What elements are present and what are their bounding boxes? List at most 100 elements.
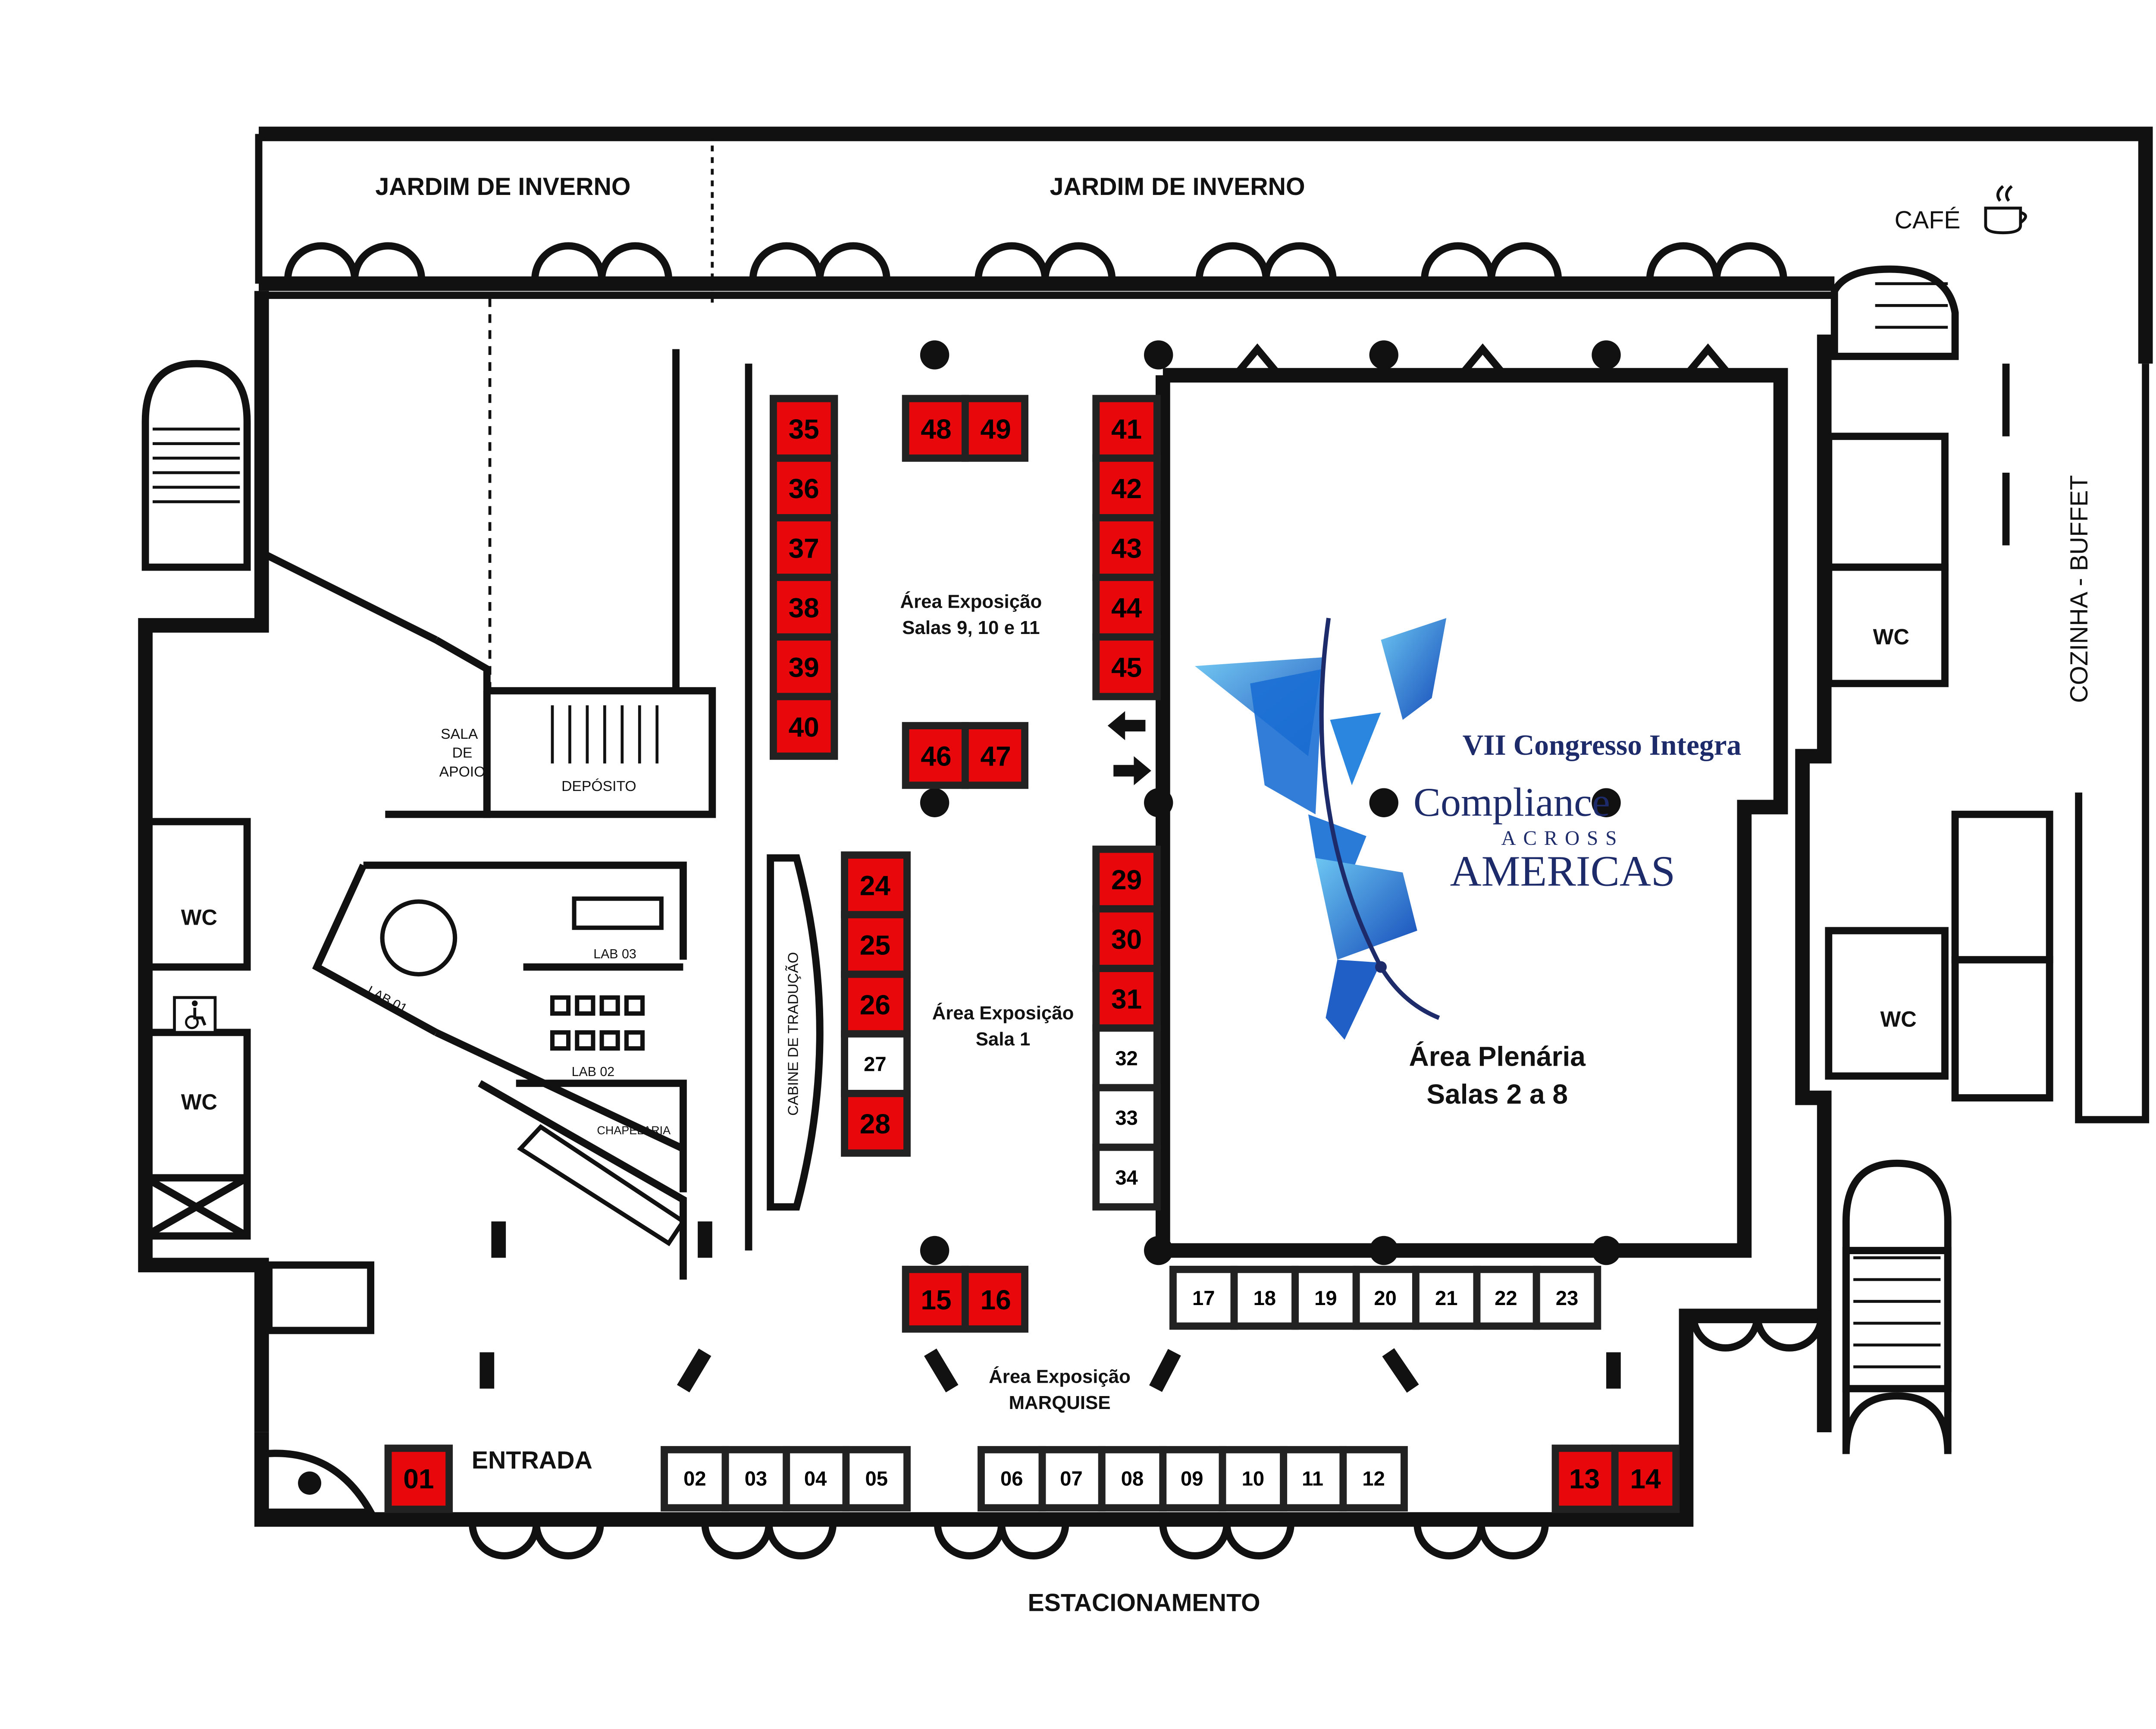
svg-text:45: 45: [1111, 652, 1142, 683]
svg-text:44: 44: [1111, 593, 1142, 624]
stand-01: [384, 1444, 453, 1513]
plenaria-line2: Salas 2 a 8: [1426, 1079, 1568, 1110]
stand-34: [1092, 1143, 1161, 1211]
stand-10: [1219, 1446, 1288, 1512]
svg-text:05: 05: [865, 1467, 887, 1490]
logo-line1: VII Congresso Integra: [1463, 729, 1742, 761]
svg-text:02: 02: [683, 1467, 706, 1490]
pillars: [298, 340, 1621, 1495]
deposito-label: DEPÓSITO: [561, 778, 636, 794]
svg-text:04: 04: [804, 1467, 827, 1490]
logo-line4: AMERICAS: [1450, 847, 1676, 895]
stands: [384, 395, 1680, 1513]
svg-text:18: 18: [1253, 1287, 1276, 1310]
svg-text:37: 37: [789, 533, 819, 564]
svg-text:36: 36: [789, 473, 819, 504]
logo-line2: Compliance: [1413, 780, 1610, 825]
sala-apoio-line2: DE: [452, 745, 473, 761]
stand-05: [842, 1446, 911, 1512]
area-sala-1-line2: Sala 1: [976, 1029, 1031, 1050]
arrow-left-icon: [1107, 711, 1146, 741]
stand-28: [841, 1090, 911, 1157]
stand-24: [841, 851, 911, 919]
stand-30: [1092, 905, 1161, 972]
lab-furniture: [380, 896, 686, 1246]
stand-numbers: 35 36 37 38 39 40 48 49 41 42 43 44 45 4…: [403, 414, 1661, 1494]
stand-49: [961, 395, 1029, 462]
svg-text:32: 32: [1115, 1047, 1138, 1070]
stand-21: [1412, 1265, 1481, 1330]
stand-09: [1159, 1446, 1226, 1512]
stand-27: [841, 1030, 911, 1097]
garden-doors: [284, 242, 1787, 279]
stand-14: [1611, 1444, 1680, 1513]
svg-text:08: 08: [1121, 1467, 1144, 1490]
svg-text:43: 43: [1111, 533, 1142, 564]
svg-text:07: 07: [1060, 1467, 1083, 1490]
svg-text:27: 27: [864, 1053, 886, 1076]
logo-line3: ACROSS: [1501, 827, 1624, 850]
svg-text:20: 20: [1374, 1287, 1397, 1310]
svg-text:46: 46: [921, 741, 951, 772]
area-salas-9-11-line1: Área Exposição: [900, 591, 1042, 612]
svg-text:31: 31: [1111, 983, 1142, 1014]
stand-12: [1339, 1446, 1408, 1512]
svg-text:15: 15: [921, 1284, 951, 1315]
svg-text:10: 10: [1242, 1467, 1265, 1490]
zone-labels: JARDIM DE INVERNO JARDIM DE INVERNO CAFÉ…: [181, 173, 2093, 1616]
svg-text:11: 11: [1302, 1467, 1323, 1490]
stair-treads: [152, 282, 1948, 1368]
event-logo: VII Congresso Integra Compliance ACROSS …: [1195, 618, 1741, 1040]
svg-text:21: 21: [1435, 1287, 1458, 1310]
accessible-icon: [173, 996, 217, 1034]
stand-19: [1291, 1265, 1360, 1330]
stand-16: [961, 1265, 1029, 1333]
plenaria-line1: Área Plenária: [1409, 1041, 1586, 1072]
stand-03: [721, 1446, 790, 1512]
svg-text:09: 09: [1181, 1467, 1203, 1490]
svg-text:39: 39: [789, 652, 819, 683]
svg-text:24: 24: [860, 870, 891, 901]
area-marquise-line1: Área Exposição: [989, 1365, 1131, 1387]
svg-text:40: 40: [789, 712, 819, 743]
svg-text:26: 26: [860, 989, 890, 1020]
svg-text:16: 16: [981, 1284, 1011, 1315]
garden-left-label: JARDIM DE INVERNO: [375, 173, 630, 201]
svg-text:25: 25: [860, 930, 890, 961]
svg-text:49: 49: [981, 414, 1011, 445]
svg-text:35: 35: [789, 414, 819, 445]
kitchen-label: COZINHA - BUFFET: [2065, 475, 2093, 703]
entrada-label: ENTRADA: [472, 1447, 592, 1474]
stand-08: [1098, 1446, 1167, 1512]
svg-text:29: 29: [1111, 864, 1142, 895]
svg-text:12: 12: [1362, 1467, 1385, 1490]
stand-40: [769, 693, 838, 760]
svg-text:41: 41: [1111, 414, 1142, 445]
coffee-cup-icon: [1984, 185, 2027, 235]
svg-text:48: 48: [921, 414, 951, 445]
chapelaria-label: CHAPELARIA: [597, 1124, 671, 1137]
area-salas-9-11-line2: Salas 9, 10 e 11: [902, 617, 1040, 638]
wc-right-2-label: WC: [1880, 1007, 1916, 1031]
wc-left-1-label: WC: [181, 905, 217, 929]
sala-apoio-line1: SALA: [441, 726, 478, 742]
lab01-label: LAB 01: [365, 983, 409, 1016]
svg-text:03: 03: [745, 1467, 768, 1490]
wc-left-2-label: WC: [181, 1090, 217, 1114]
stand-45: [1092, 633, 1161, 700]
lab03-label: LAB 03: [593, 947, 636, 961]
svg-text:47: 47: [981, 741, 1011, 772]
stand-26: [841, 970, 911, 1038]
wc-right-1-label: WC: [1873, 624, 1909, 649]
svg-text:33: 33: [1115, 1107, 1138, 1130]
arrow-right-icon: [1113, 756, 1151, 785]
svg-text:28: 28: [860, 1108, 890, 1139]
svg-text:19: 19: [1314, 1287, 1337, 1310]
svg-text:42: 42: [1111, 473, 1142, 504]
area-marquise-line2: MARQUISE: [1009, 1392, 1110, 1413]
garden-right-label: JARDIM DE INVERNO: [1050, 173, 1305, 201]
stand-02: [661, 1446, 729, 1512]
cabine-label: CABINE DE TRADUÇÃO: [785, 952, 802, 1116]
stand-20: [1352, 1265, 1420, 1330]
